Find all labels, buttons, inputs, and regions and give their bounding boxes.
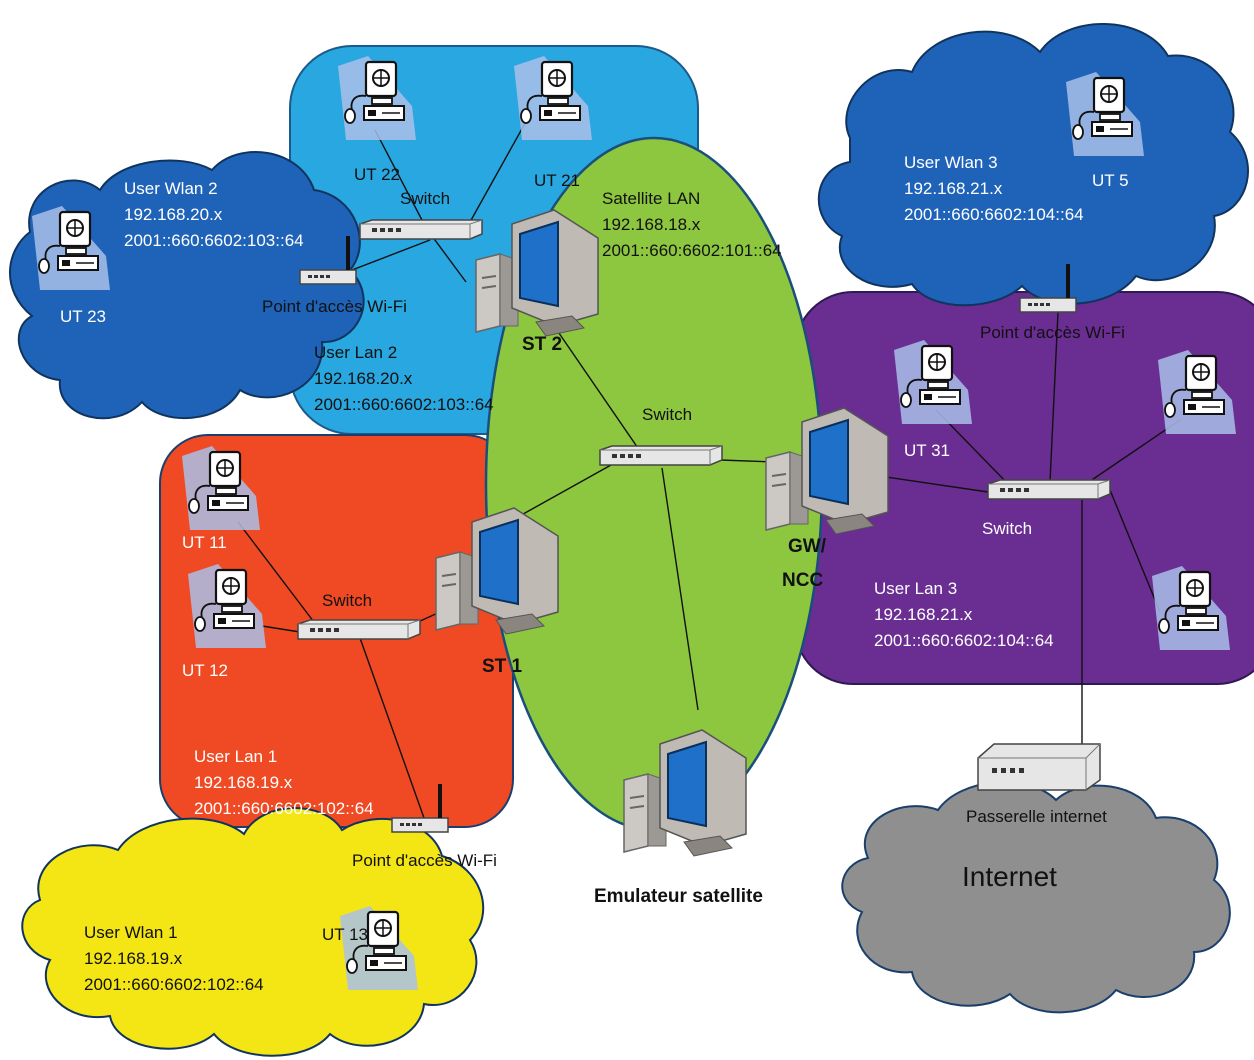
lan1-ipv6: 2001::660:6602:102::64 bbox=[194, 799, 374, 818]
lan2-info: User Lan 2 192.168.20.x 2001::660:6602:1… bbox=[314, 340, 494, 418]
satellite-switch-icon bbox=[599, 445, 723, 466]
ut21-label: UT 21 bbox=[534, 171, 580, 190]
ut23-label: UT 23 bbox=[60, 307, 106, 326]
zone-wlan1 bbox=[21, 807, 485, 1057]
internet-gateway-label: Passerelle internet bbox=[966, 807, 1107, 826]
lan2-switch-label: Switch bbox=[400, 189, 451, 208]
wlan2-ipv6: 2001::660:6602:103::64 bbox=[124, 231, 304, 250]
wlan3-ipv6: 2001::660:6602:104::64 bbox=[904, 205, 1084, 224]
wlan3-access-point-label: Point d'accès Wi-Fi bbox=[980, 323, 1125, 342]
lan3-switch-icon bbox=[987, 479, 1111, 500]
lan2-ipv4: 192.168.20.x bbox=[314, 369, 413, 388]
st2-label: ST 2 bbox=[522, 334, 563, 355]
wlan1-name: User Wlan 1 bbox=[84, 923, 178, 942]
lan2-switch-icon bbox=[359, 219, 483, 240]
lan1-ipv4: 192.168.19.x bbox=[194, 773, 293, 792]
wlan1-access-point-label: Point d'accès Wi-Fi bbox=[352, 851, 497, 870]
satellite-switch-label: Switch bbox=[642, 405, 693, 424]
ut13-label: UT 13 bbox=[322, 925, 368, 944]
lan3-name: User Lan 3 bbox=[874, 579, 958, 598]
internet-gateway-icon bbox=[977, 743, 1101, 791]
ut22-label: UT 22 bbox=[354, 165, 400, 184]
lan1-switch-icon bbox=[297, 619, 421, 640]
lan3-ipv6: 2001::660:6602:104::64 bbox=[874, 631, 1054, 650]
satellite-lan-ipv4: 192.168.18.x bbox=[602, 215, 701, 234]
lan2-ipv6: 2001::660:6602:103::64 bbox=[314, 395, 494, 414]
ut12-label: UT 12 bbox=[182, 661, 228, 680]
lan3-info: User Lan 3 192.168.21.x 2001::660:6602:1… bbox=[874, 576, 1054, 654]
wlan1-ipv6: 2001::660:6602:102::64 bbox=[84, 975, 264, 994]
satellite-lan-info: Satellite LAN 192.168.18.x 2001::660:660… bbox=[602, 186, 782, 264]
wlan3-ipv4: 192.168.21.x bbox=[904, 179, 1003, 198]
satellite-lan-name: Satellite LAN bbox=[602, 189, 701, 208]
lan3-ipv4: 192.168.21.x bbox=[874, 605, 973, 624]
satellite-lan-ipv6: 2001::660:6602:101::64 bbox=[602, 241, 782, 260]
lan1-name: User Lan 1 bbox=[194, 747, 278, 766]
zone-wlan2 bbox=[9, 151, 365, 420]
lan2-name: User Lan 2 bbox=[314, 343, 398, 362]
internet-label: Internet bbox=[962, 861, 1057, 892]
wlan1-ipv4: 192.168.19.x bbox=[84, 949, 183, 968]
ncc-label: NCC bbox=[782, 570, 824, 591]
wlan3-name: User Wlan 3 bbox=[904, 153, 998, 172]
lan3-switch-label: Switch bbox=[982, 519, 1033, 538]
lan1-switch-label: Switch bbox=[322, 591, 373, 610]
st1-label: ST 1 bbox=[482, 656, 523, 677]
wlan2-access-point-label: Point d'accès Wi-Fi bbox=[262, 297, 407, 316]
wlan2-ipv4: 192.168.20.x bbox=[124, 205, 223, 224]
wlan2-name: User Wlan 2 bbox=[124, 179, 218, 198]
gw-label: GW/ bbox=[788, 536, 826, 557]
satellite-emulator-label: Emulateur satellite bbox=[594, 886, 763, 907]
wlan3-info: User Wlan 3 192.168.21.x 2001::660:6602:… bbox=[904, 150, 1084, 228]
zone-wlan3 bbox=[818, 23, 1249, 307]
ut11-label: UT 11 bbox=[182, 533, 227, 552]
ut31-label: UT 31 bbox=[904, 441, 950, 460]
wlan1-info: User Wlan 1 192.168.19.x 2001::660:6602:… bbox=[84, 920, 264, 998]
wlan2-info: User Wlan 2 192.168.20.x 2001::660:6602:… bbox=[124, 176, 304, 254]
lan1-info: User Lan 1 192.168.19.x 2001::660:6602:1… bbox=[194, 744, 374, 822]
ut5-label: UT 5 bbox=[1092, 171, 1129, 190]
